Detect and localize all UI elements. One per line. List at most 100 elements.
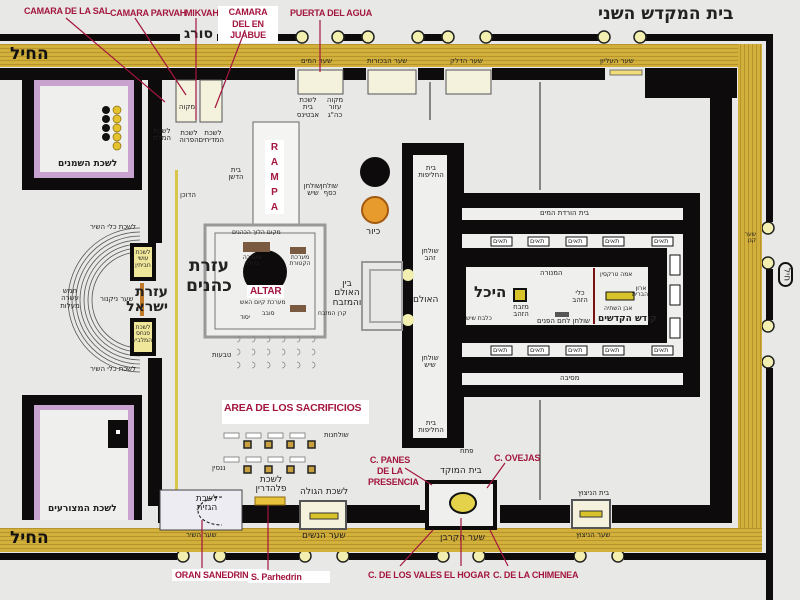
taim-cell-label: תאים <box>654 346 669 354</box>
altar-structure <box>203 121 327 339</box>
yesod-label: יסוד <box>240 314 251 321</box>
maaracha-gedola-label: מערכה גדולה <box>242 254 262 268</box>
lishkat-hamelach-label: לשכת המלח <box>153 127 171 143</box>
kodesh-hakodashim-label: קודש הקדשים <box>598 314 657 324</box>
lishkat-klei-hashir-label-2: לשכת כלי השיר <box>90 365 136 373</box>
shaar-haelyon-label[interactable]: שער העליון <box>600 57 634 65</box>
annotation-altar: ALTAR <box>247 285 285 298</box>
annotation-camara-parvah: CAMARA PARVAH <box>110 8 187 18</box>
taim-cell-label: תאים <box>530 237 545 245</box>
chel-band <box>0 44 762 552</box>
shulchan-shayish-2-label: שולחן שיש <box>421 354 439 370</box>
fifteen-steps <box>67 227 141 373</box>
petach-label: פתח <box>460 447 474 455</box>
annotation-area-sacrificios: AREA DE LOS SACRIFICIOS <box>222 400 370 424</box>
taim-cell-label: תאים <box>568 237 583 245</box>
shulchan-shayish-label: שולחן שיש <box>303 182 321 198</box>
mikveh-label: מקוה <box>178 103 196 111</box>
annotation-puerta-agua: PUERTA DEL AGUA <box>290 8 373 18</box>
lishkat-parhedrin-label: לשכת פלהדרין <box>255 475 287 495</box>
beit-hamoked-label: בית המוקד <box>440 466 482 476</box>
annotation-vales: C. DE LOS VALES <box>368 570 442 580</box>
chel-label-bottom: החיל <box>10 528 49 548</box>
shaar-habechorot-label[interactable]: שער הבכורות <box>367 57 408 65</box>
taim-cell-label: תאים <box>654 237 669 245</box>
haduchan-label: הדוכן <box>180 191 196 199</box>
bein-haulam-label: בין האולם והמזבח <box>332 279 362 308</box>
lishkat-hametzoraim-label: לשכת המצורעים <box>48 504 117 514</box>
taba-ot-label: טבעות <box>212 351 232 359</box>
aron-habrit-label: ארון הברית <box>631 285 648 299</box>
lishkat-pinchas-label: לשכת פנחס המלביש <box>131 324 152 344</box>
fifteen-steps-label: חמש עשרה מעלות <box>60 287 80 310</box>
chel-label-top: החיל <box>10 44 49 64</box>
slaughter-tables <box>223 432 316 474</box>
annotation-ovejas: C. OVEJAS <box>494 453 541 463</box>
lishkat-hashmanim-label: לשכת השמנים <box>58 159 118 169</box>
taim-cell-label: תאים <box>605 237 620 245</box>
ezrat-yisrael-label: עזרת ישראל <box>126 284 168 315</box>
israel-court-chambers <box>130 243 156 356</box>
shaar-nikanor-label[interactable]: שער ניקנור <box>100 295 134 303</box>
taim-cell-label: תאים <box>493 237 508 245</box>
soreg-label: סורג <box>180 27 218 42</box>
annotation-mikvah: MIKVAH <box>185 8 219 18</box>
annotation-panes-presencia: C. PANES DE LA PRESENCIA <box>368 455 419 487</box>
shaar-hashir-label[interactable]: שער השיר <box>186 531 217 539</box>
annotation-camara-juabue: CAMARA DEL EN JUABUE <box>218 6 278 44</box>
taim-cell-label: תאים <box>605 346 620 354</box>
soreg-gate-posts <box>176 30 775 563</box>
keren-hamizbeach-label: קרן המזבח <box>318 310 347 317</box>
shaar-side-label[interactable]: שער קנן <box>744 231 756 245</box>
slaughter-rings <box>236 335 316 369</box>
mikveh-kohen-gadol-label: מקוה עזור כה"ג <box>326 96 344 119</box>
amah-traksin-label: אמה טרקסין <box>600 271 633 278</box>
shaar-hakorban-label[interactable]: שער הקרבן <box>440 533 485 543</box>
ezrat-kohanim-label: עזרת כהנים <box>186 256 232 297</box>
page-title: בית המקדש השני <box>598 4 734 24</box>
haulam-label: האולם <box>413 295 439 305</box>
beit-hachalifot-label-bottom: בית החליפות <box>418 419 444 435</box>
shaar-hanashim-label[interactable]: שער הנשים <box>302 531 346 541</box>
shulchanot-label: שולחנות <box>324 431 349 439</box>
heichal-label: היכל <box>474 283 507 301</box>
beit-horadat-hamayim-label: בית הורדת המים <box>540 209 590 217</box>
duchan-line <box>175 170 178 510</box>
even-hashtiya-label: אבן השתיה <box>604 305 633 312</box>
lishkat-beit-avtinas-label: לשכת בית אבטינס <box>296 96 320 119</box>
beit-hachalifot-label-top: בית החליפות <box>418 164 444 180</box>
lishkat-hagolah-label: לשכת הגולה <box>300 487 349 497</box>
menorah-label: המנורה <box>540 269 563 277</box>
arrows <box>429 82 541 500</box>
bottom-chambers <box>159 480 611 531</box>
soreg-top <box>0 34 773 41</box>
lishkat-haparva-label: לשכת הפרוה <box>179 129 199 145</box>
maarechet-kium-haesh-label: מערכת קיום האש <box>240 299 286 306</box>
kiyor-label: כיור <box>366 227 381 237</box>
heichal-structure <box>447 193 700 397</box>
shaar-hamayim-label[interactable]: שער המים <box>301 57 333 65</box>
annotation-chimenea: C. DE LA CHIMENEA <box>493 570 579 580</box>
mizbach-hazahav-label: מזבח הזהב <box>513 303 529 319</box>
shaar-hadelek-label[interactable]: שער הדלק <box>450 57 483 65</box>
shulchan-kesef-label: שולחן כסף <box>320 182 338 198</box>
beit-hadeshen-label: בית הדשן <box>228 166 244 182</box>
kalbot-shayish-label: כלבת שיש <box>466 315 492 322</box>
lishkat-hashmanim-chamber <box>22 80 142 190</box>
nanasin-label: ננסין <box>212 464 226 472</box>
taim-cell-label: תאים <box>568 346 583 354</box>
mesibah-label: מסיבה <box>560 374 580 382</box>
lishkat-klei-hashir-label-1: לשכת כלי השיר <box>90 223 136 231</box>
lishkat-hametzoraim-chamber <box>22 395 142 520</box>
taim-cell-label: תאים <box>530 346 545 354</box>
chel-badge-right: חיל <box>778 262 794 288</box>
annotation-gran-sanedrin: ORAN SANEDRIN <box>172 569 269 581</box>
lishkat-hamedichim-label: לשכת המדיחים <box>198 129 225 145</box>
sovev-label: סובב <box>262 310 275 317</box>
taim-cells <box>490 236 681 356</box>
annotation-parhedrin: S. Parhedrin <box>248 571 330 583</box>
lishkat-hagazit-label: לשכת הגזית <box>195 494 219 514</box>
shaar-hanitzotz-label[interactable]: שער הניצוץ <box>576 531 611 539</box>
klei-hazahav-label: כלי הזהב <box>572 289 588 305</box>
